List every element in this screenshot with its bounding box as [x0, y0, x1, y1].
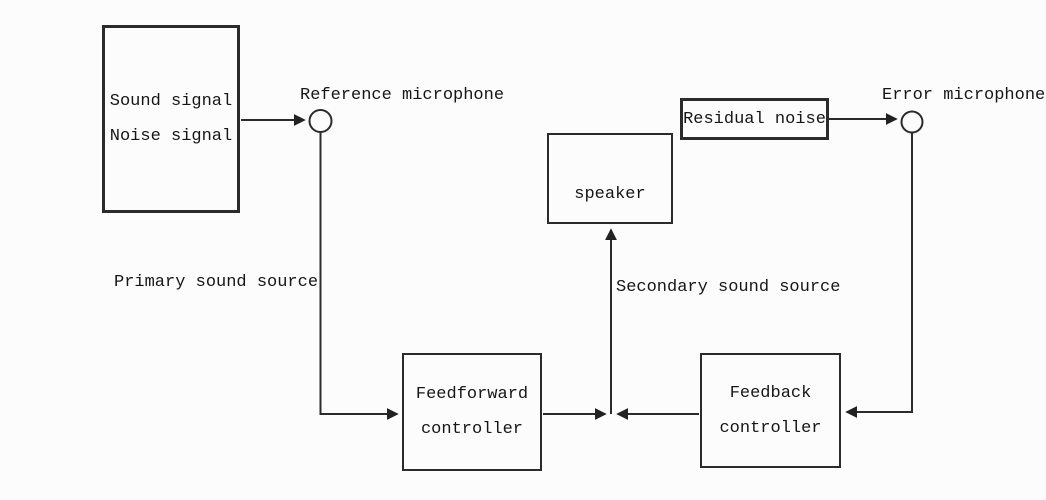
sound-noise-source-box: Sound signal Noise signal	[102, 25, 240, 213]
reference-microphone-icon	[308, 109, 333, 133]
feedforward-label-line2: controller	[420, 420, 524, 439]
connector-reference-mic-to-feedforward	[319, 132, 399, 420]
residual-noise-box: Residual noise	[680, 98, 829, 140]
reference-microphone-label: Reference microphone	[300, 86, 505, 105]
speaker-box: speaker	[547, 133, 673, 224]
noise-signal-label: Noise signal	[109, 127, 233, 146]
feedback-controller-box: Feedback controller	[700, 353, 841, 468]
error-microphone-label: Error microphone	[882, 86, 1046, 105]
residual-noise-label: Residual noise	[683, 109, 826, 129]
feedforward-controller-box: Feedforward controller	[402, 353, 542, 471]
sound-signal-label: Sound signal	[109, 92, 233, 111]
error-microphone-icon	[900, 110, 924, 134]
primary-sound-source-label: Primary sound source	[114, 273, 319, 292]
feedforward-label-line1: Feedforward	[415, 385, 529, 404]
speaker-label: speaker	[574, 185, 646, 204]
connector-error-mic-to-feedback	[845, 133, 913, 418]
feedback-label-line2: controller	[719, 418, 822, 438]
feedback-label-line1: Feedback	[729, 383, 812, 403]
secondary-sound-source-label: Secondary sound source	[616, 278, 841, 297]
